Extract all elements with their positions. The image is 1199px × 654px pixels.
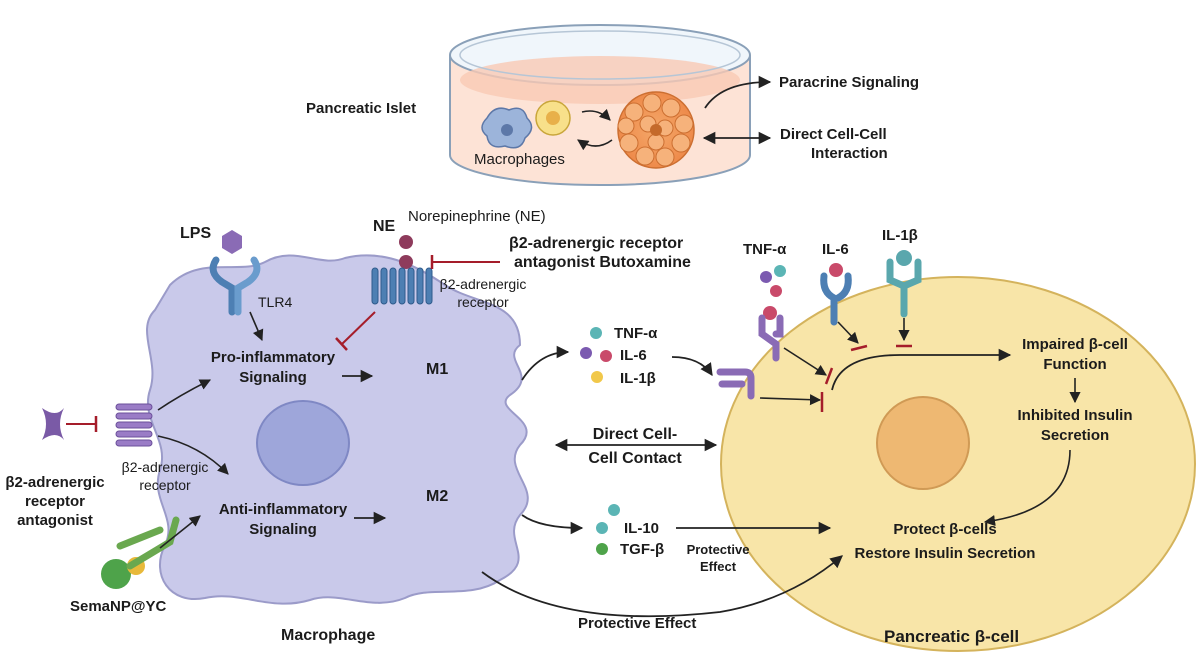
b2-receptor-left bbox=[115, 403, 153, 447]
beta-receptor-middle bbox=[716, 368, 755, 400]
il1b-dot bbox=[591, 371, 603, 383]
impaired-line1: Impaired β-cell bbox=[1022, 336, 1128, 353]
islet-cluster bbox=[617, 91, 695, 169]
paracrine-label: Paracrine Signaling bbox=[779, 74, 920, 91]
b2-receptor-top bbox=[371, 267, 433, 305]
cytokine-to-receptor-arrow bbox=[671, 356, 713, 377]
antagonist-line3: antagonist bbox=[17, 512, 93, 529]
b2-receptor-left-line1: β2-adrenergic bbox=[121, 459, 209, 475]
dish-arrow-to-macrophage bbox=[577, 139, 613, 151]
m2-label: M2 bbox=[426, 488, 449, 505]
b2-receptor-top-line1: β2-adrenergic bbox=[439, 276, 527, 292]
lps-molecule bbox=[222, 230, 242, 254]
protective-effect-curve bbox=[481, 555, 843, 618]
ne-molecule-1 bbox=[399, 235, 413, 249]
macrophage-label: Macrophage bbox=[281, 627, 376, 644]
dish-macrophages-label: Macrophages bbox=[474, 151, 565, 168]
protective-line2: Effect bbox=[699, 559, 737, 574]
direct-interaction-line1: Direct Cell-Cell bbox=[780, 126, 887, 143]
islet-title: Pancreatic Islet bbox=[306, 100, 417, 117]
tlr4-receptor bbox=[209, 256, 261, 316]
macrophage-nucleus bbox=[256, 400, 350, 486]
m2-cytokine-1: IL-10 bbox=[624, 520, 660, 537]
anti-inflammatory-line1: Anti-inflammatory bbox=[218, 501, 348, 518]
il1b-receptor bbox=[886, 250, 922, 318]
paracrine-arrow bbox=[704, 75, 772, 109]
butoxamine-line1: β2-adrenergic receptor bbox=[509, 235, 684, 252]
b2-receptor-left-line2: receptor bbox=[139, 477, 191, 493]
m2-secretion-arrow bbox=[521, 514, 584, 535]
tgfb-dot bbox=[596, 543, 608, 555]
beta-cell-label: Pancreatic β-cell bbox=[884, 627, 1020, 646]
protect-line2: Restore Insulin Secretion bbox=[854, 545, 1036, 562]
anti-inflammatory-line2: Signaling bbox=[249, 521, 317, 538]
antagonist-molecule bbox=[42, 408, 64, 440]
tnf-dot bbox=[590, 327, 602, 339]
antagonist-line1: β2-adrenergic bbox=[5, 474, 105, 491]
m1-cytokine-1: TNF-α bbox=[614, 325, 658, 342]
sema-to-anti-arrow bbox=[159, 515, 201, 549]
lps-label: LPS bbox=[180, 225, 212, 242]
butoxamine-line2: antagonist Butoxamine bbox=[514, 254, 691, 271]
tlr4-label: TLR4 bbox=[258, 294, 293, 310]
m1-cytokine-3: IL-1β bbox=[620, 370, 656, 387]
receptor-inhibit-pro-line bbox=[341, 311, 376, 345]
m1-cytokine-2: IL-6 bbox=[620, 347, 647, 364]
ne-label: NE bbox=[373, 218, 396, 235]
middle-receptor-arrow bbox=[759, 394, 822, 406]
b2-receptor-top-line2: receptor bbox=[457, 294, 509, 310]
beta-il1b-label: IL-1β bbox=[882, 227, 918, 244]
protective-line1: Protective bbox=[686, 542, 750, 557]
receptor-to-pro-arrow bbox=[157, 379, 212, 411]
pro-inflammatory-line2: Signaling bbox=[239, 369, 307, 386]
il6-dot bbox=[600, 350, 612, 362]
inhibited-to-protect-arrow bbox=[983, 449, 1071, 527]
dish-macrophage-blue bbox=[481, 107, 533, 149]
semanp-particle bbox=[101, 516, 180, 589]
inhibited-line2: Secretion bbox=[1040, 427, 1110, 444]
beta-tnf-label: TNF-α bbox=[743, 241, 787, 258]
antagonist-line2: receptor bbox=[24, 493, 86, 510]
impaired-signal-curve bbox=[831, 348, 1012, 391]
m1-label: M1 bbox=[426, 361, 449, 378]
direct-contact-line1: Direct Cell- bbox=[592, 426, 678, 443]
ne-full-label: Norepinephrine (NE) bbox=[408, 208, 546, 225]
receptor-to-anti-arrow bbox=[157, 435, 229, 475]
ne-molecule-2 bbox=[399, 255, 413, 269]
impaired-line2: Function bbox=[1043, 356, 1107, 373]
beta-cell-nucleus bbox=[876, 396, 970, 490]
direct-contact-line2: Cell Contact bbox=[588, 450, 682, 467]
protective-bottom-label: Protective Effect bbox=[578, 615, 697, 632]
semanp-label: SemaNP@YC bbox=[70, 598, 167, 615]
protect-line1: Protect β-cells bbox=[893, 521, 997, 538]
il6-dot-purple bbox=[580, 347, 592, 359]
direct-interaction-line2: Interaction bbox=[811, 145, 888, 162]
il10-dot bbox=[596, 522, 608, 534]
m1-secretion-arrow bbox=[521, 345, 570, 381]
pro-inflammatory-line1: Pro-inflammatory bbox=[210, 349, 336, 366]
il6-receptor bbox=[820, 263, 852, 326]
dish-arrow-to-islet bbox=[581, 108, 611, 121]
m2-cytokine-2: TGF-β bbox=[620, 541, 665, 558]
beta-il6-label: IL-6 bbox=[822, 241, 849, 258]
inhibited-line1: Inhibited Insulin bbox=[1017, 407, 1133, 424]
dish-macrophage-yellow bbox=[535, 100, 571, 136]
tlr4-to-pro-arrow bbox=[249, 311, 264, 342]
tnf-receptor bbox=[758, 306, 784, 362]
